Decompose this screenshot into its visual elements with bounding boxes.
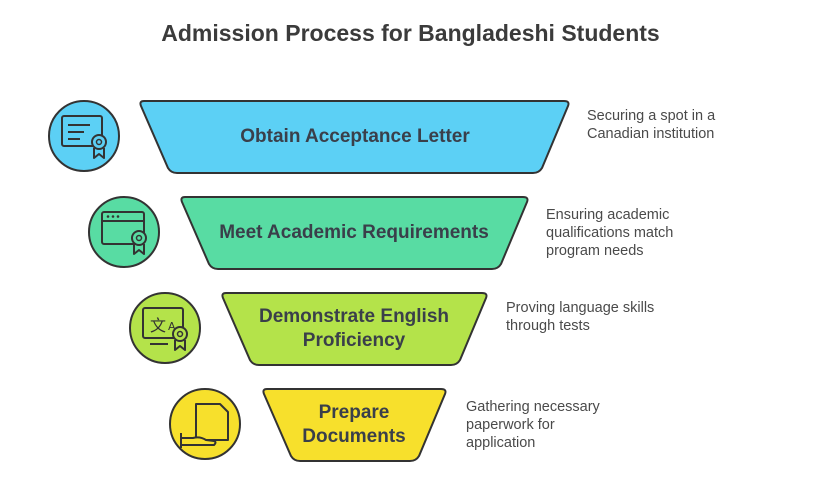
funnel-segment-4 [262, 388, 447, 462]
step-2-description: Ensuring academic qualifications match p… [546, 206, 673, 260]
step-1-label: Obtain Acceptance Letter [170, 101, 540, 173]
diagram-title: Admission Process for Bangladeshi Studen… [161, 20, 660, 46]
funnel-segment-1 [139, 100, 570, 174]
step-2-description-line-1: Ensuring academic [546, 207, 670, 223]
funnel-step-3: 文 A [129, 292, 488, 366]
step-4-description-line-3: application [466, 435, 536, 451]
step-1-description-line-2: Canadian institution [587, 126, 715, 142]
funnel-step-2 [88, 196, 529, 270]
step-4-description-line-2: paperwork for [466, 417, 555, 433]
step-1-description-line-1: Securing a spot in a [587, 108, 716, 124]
step-4-label-line-1: Prepare [318, 402, 390, 423]
step-3-label-line-2: Proficiency [302, 330, 406, 351]
step-4-label: Prepare Documents [288, 389, 420, 461]
certificate-icon [48, 100, 120, 172]
funnel-step-1 [48, 100, 570, 174]
step-2-description-line-2: qualifications match [546, 225, 674, 241]
step-2-description-line-3: program needs [546, 243, 644, 259]
step-1-label-text: Obtain Acceptance Letter [240, 126, 470, 147]
funnel-segment-2 [180, 196, 529, 270]
step-4-label-line-2: Documents [302, 426, 406, 447]
language-certificate-icon: 文 A [129, 292, 201, 364]
funnel-segment-3 [221, 292, 488, 366]
step-3-label-line-1: Demonstrate English [258, 306, 450, 327]
step-2-label-text: Meet Academic Requirements [219, 222, 489, 243]
document-hand-icon [169, 388, 241, 460]
step-2-label: Meet Academic Requirements [206, 197, 502, 269]
funnel-step-4 [169, 388, 447, 462]
step-3-label: Demonstrate English Proficiency [246, 293, 462, 365]
step-3-description: Proving language skills through tests [506, 299, 654, 335]
step-3-description-line-1: Proving language skills [506, 300, 655, 316]
step-4-description-line-1: Gathering necessary [466, 399, 600, 415]
step-3-description-line-2: through tests [506, 318, 590, 334]
step-4-description: Gathering necessary paperwork for applic… [466, 398, 600, 452]
step-1-description: Securing a spot in a Canadian institutio… [587, 107, 715, 143]
svg-text:文: 文 [150, 316, 166, 335]
svg-text:A: A [168, 320, 176, 333]
browser-certificate-icon [88, 196, 160, 268]
